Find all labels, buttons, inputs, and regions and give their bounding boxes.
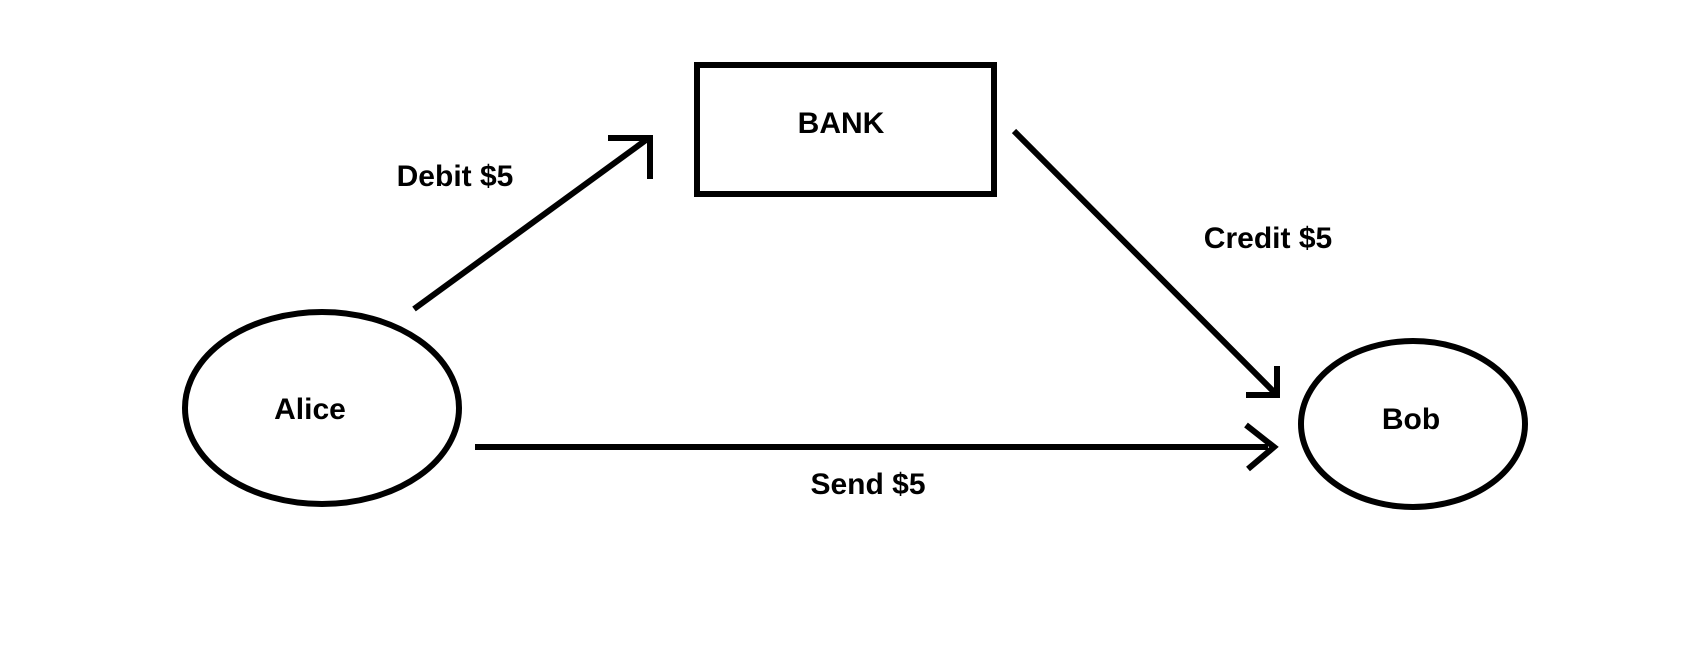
send-arrow [475,422,1279,472]
credit-arrowhead-icon [1246,366,1280,398]
alice-node-shape [182,309,462,507]
bank-node-shape [694,62,997,197]
credit-arrow-shaft [1011,128,1278,396]
debit-arrowhead-icon [608,135,653,179]
bank-node-label: BANK [797,107,885,140]
debit-arrow-shaft [412,137,648,312]
send-arrowhead-icon [1244,422,1279,472]
bob-node-label: Bob [1381,403,1441,436]
alice-node-label: Alice [274,393,346,426]
bob-node-shape [1298,338,1528,510]
send-edge-label: Send $5 [810,468,926,501]
credit-arrow [1011,128,1280,398]
debit-arrow [412,135,653,312]
debit-edge-label: Debit $5 [396,160,514,193]
credit-edge-label: Credit $5 [1203,222,1333,255]
